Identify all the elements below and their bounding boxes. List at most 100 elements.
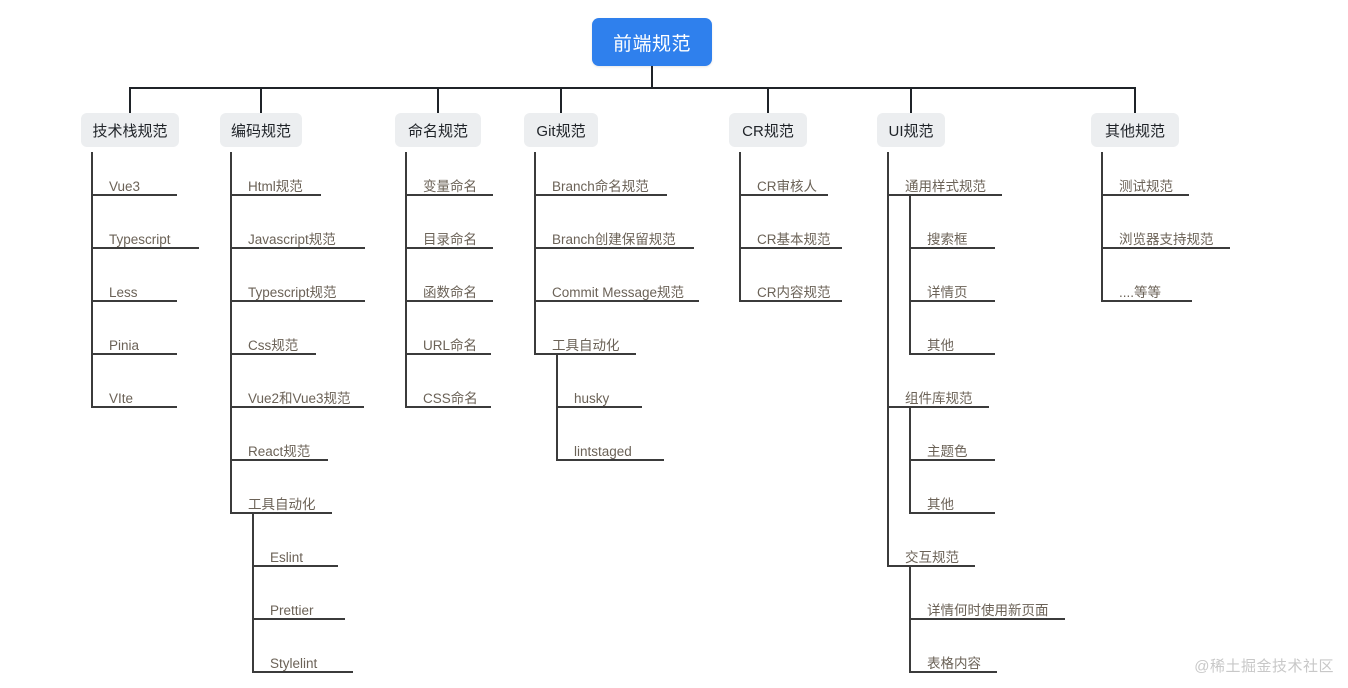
branch-node-5[interactable]: CR规范 xyxy=(729,113,807,147)
tree-node-underline xyxy=(91,353,177,355)
branch-spine xyxy=(887,152,889,565)
tree-node-underline xyxy=(534,194,667,196)
tree-node-label[interactable]: React规范 xyxy=(248,444,311,459)
branch-spine xyxy=(405,152,407,406)
tree-node-underline xyxy=(405,353,491,355)
tree-node-underline xyxy=(230,300,366,302)
branch-node-3[interactable]: 命名规范 xyxy=(395,113,481,147)
tree-node-label[interactable]: CR内容规范 xyxy=(757,285,831,300)
tree-node-label[interactable]: Stylelint xyxy=(270,656,318,671)
tree-node-label[interactable]: Pinia xyxy=(109,338,140,353)
branch-connector xyxy=(560,87,562,113)
tree-node-label[interactable]: Vue3 xyxy=(109,179,141,194)
tree-node-underline xyxy=(739,194,829,196)
branch-node-label: Git规范 xyxy=(536,122,586,140)
tree-node-underline xyxy=(405,406,491,408)
tree-node-underline xyxy=(230,194,321,196)
tree-node-underline xyxy=(230,406,364,408)
tree-node-label[interactable]: 交互规范 xyxy=(905,550,959,565)
tree-node-underline xyxy=(739,247,842,249)
tree-node-label[interactable]: Prettier xyxy=(270,603,314,618)
tree-node-label[interactable]: Css规范 xyxy=(248,338,299,353)
tree-node-label[interactable]: ....等等 xyxy=(1119,285,1162,300)
tree-node-label[interactable]: Branch创建保留规范 xyxy=(552,232,676,247)
tree-node-label[interactable]: CR基本规范 xyxy=(757,232,831,247)
tree-node-label[interactable]: 通用样式规范 xyxy=(905,179,986,194)
watermark: @稀土掘金技术社区 xyxy=(1194,658,1334,675)
branch-connector xyxy=(260,87,262,113)
branch-node-7[interactable]: 其他规范 xyxy=(1091,113,1179,147)
tree-node-label[interactable]: 主题色 xyxy=(927,444,968,459)
tree-node-underline xyxy=(1101,300,1192,302)
tree-node-label[interactable]: 浏览器支持规范 xyxy=(1119,232,1214,247)
tree-node-underline xyxy=(91,406,177,408)
tree-node-label[interactable]: Vue2和Vue3规范 xyxy=(248,391,351,406)
branch-node-1[interactable]: 技术栈规范 xyxy=(81,113,179,147)
tree-node-label[interactable]: 变量命名 xyxy=(423,179,477,194)
tree-node-label[interactable]: 其他 xyxy=(927,338,954,353)
tree-node-underline xyxy=(887,565,975,567)
tree-node-underline xyxy=(909,300,995,302)
tree-node-label[interactable]: 目录命名 xyxy=(423,232,477,247)
tree-node-label[interactable]: 工具自动化 xyxy=(248,497,316,512)
tree-node-underline xyxy=(1101,194,1189,196)
root-node[interactable]: 前端规范 xyxy=(592,18,712,66)
tree-node-label[interactable]: Typescript规范 xyxy=(248,285,337,300)
tree-node-underline xyxy=(534,353,636,355)
tree-node-label[interactable]: Eslint xyxy=(270,550,304,565)
root-trunk-connector xyxy=(651,66,653,88)
tree-node-underline xyxy=(252,671,353,673)
tree-node-label[interactable]: URL命名 xyxy=(423,338,478,353)
tree-node-underline xyxy=(91,194,177,196)
branch-node-4[interactable]: Git规范 xyxy=(524,113,598,147)
branch-spine xyxy=(91,152,93,406)
branch-spine xyxy=(1101,152,1103,300)
branch-connector xyxy=(1134,87,1136,113)
tree-node-label[interactable]: 其他 xyxy=(927,497,954,512)
branch-node-6[interactable]: UI规范 xyxy=(877,113,945,147)
tree-node-underline xyxy=(909,512,995,514)
tree-node-label[interactable]: CSS命名 xyxy=(423,391,478,406)
tree-node-underline xyxy=(556,406,642,408)
tree-node-underline xyxy=(909,353,995,355)
branch-connector xyxy=(129,87,131,113)
tree-subspine xyxy=(909,406,911,512)
tree-node-underline xyxy=(405,194,493,196)
tree-node-label[interactable]: Commit Message规范 xyxy=(552,285,685,300)
branch-node-label: 命名规范 xyxy=(408,122,469,140)
branch-node-label: 编码规范 xyxy=(231,122,292,140)
tree-node-label[interactable]: 详情页 xyxy=(927,285,968,300)
tree-node-underline xyxy=(534,247,694,249)
tree-node-label[interactable]: Html规范 xyxy=(248,179,303,194)
tree-node-label[interactable]: Less xyxy=(109,285,138,300)
tree-node-label[interactable]: 测试规范 xyxy=(1119,179,1173,194)
tree-node-label[interactable]: Javascript规范 xyxy=(248,232,336,247)
tree-node-label[interactable]: Typescript xyxy=(109,232,171,247)
branch-spine xyxy=(739,152,741,300)
tree-node-label[interactable]: lintstaged xyxy=(574,444,632,459)
tree-node-underline xyxy=(91,247,200,249)
tree-node-underline xyxy=(252,565,338,567)
branch-spine xyxy=(230,152,232,512)
tree-node-underline xyxy=(230,459,329,461)
tree-node-underline xyxy=(405,300,493,302)
tree-node-label[interactable]: 函数命名 xyxy=(423,285,477,300)
tree-node-label[interactable]: VIte xyxy=(109,391,134,406)
tree-node-label[interactable]: CR审核人 xyxy=(757,179,817,194)
tree-node-underline xyxy=(887,406,989,408)
tree-subspine xyxy=(909,565,911,671)
tree-node-label[interactable]: 工具自动化 xyxy=(552,338,620,353)
tree-node-underline xyxy=(909,247,995,249)
tree-node-underline xyxy=(556,459,665,461)
tree-node-label[interactable]: 详情何时使用新页面 xyxy=(927,603,1049,618)
branch-spine xyxy=(534,152,536,353)
tree-node-underline xyxy=(909,459,995,461)
tree-node-label[interactable]: 搜索框 xyxy=(927,232,968,247)
tree-node-label[interactable]: husky xyxy=(574,391,610,406)
tree-node-label[interactable]: Branch命名规范 xyxy=(552,179,649,194)
tree-node-label[interactable]: 表格内容 xyxy=(927,656,981,671)
tree-node-label[interactable]: 组件库规范 xyxy=(905,391,973,406)
branch-node-2[interactable]: 编码规范 xyxy=(220,113,302,147)
tree-node-underline xyxy=(1101,247,1230,249)
